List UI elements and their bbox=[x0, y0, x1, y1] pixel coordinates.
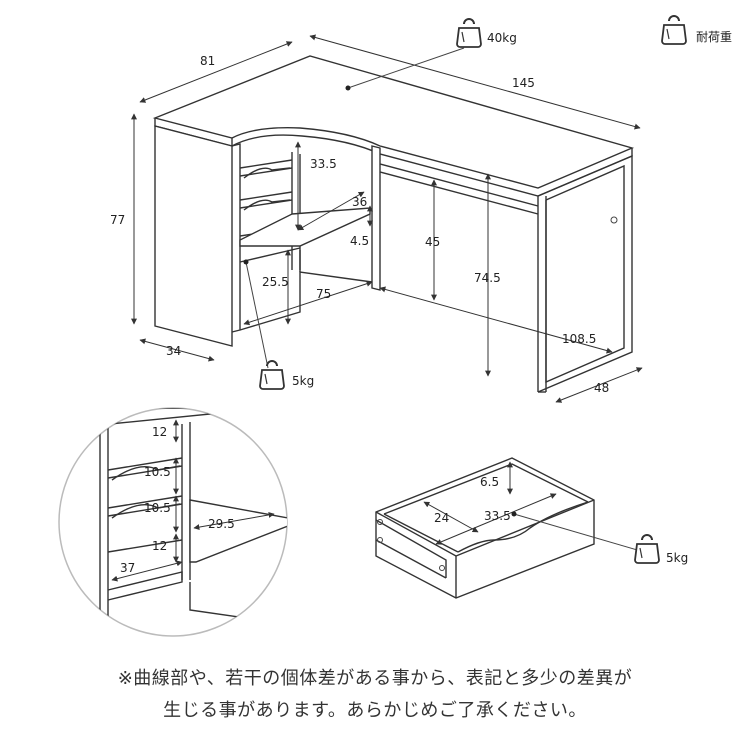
dim-height-total: 77 bbox=[110, 213, 125, 227]
load-drawer-label: 5kg bbox=[666, 551, 688, 565]
cabinet-detail-view: 12 10.5 10.5 12 29.5 37 bbox=[58, 407, 288, 637]
footnote-line-1: ※曲線部や、若干の個体差がある事から、表記と多少の差異が bbox=[118, 668, 633, 689]
dim-width-left: 34 bbox=[166, 344, 181, 358]
drawer-inner-h: 6.5 bbox=[480, 475, 499, 489]
detail-bottom-gap: 12 bbox=[152, 539, 167, 553]
dim-shelf-thick: 4.5 bbox=[350, 234, 369, 248]
drawer-inner-w: 24 bbox=[434, 511, 449, 525]
weight-icon bbox=[634, 534, 660, 564]
weight-icon bbox=[661, 15, 687, 45]
detail-shelf-w: 29.5 bbox=[208, 517, 235, 531]
dim-under-desk-h: 45 bbox=[425, 235, 440, 249]
dim-right-width: 108.5 bbox=[562, 332, 596, 346]
drawer-drawing: 6.5 24 33.5 5kg bbox=[375, 457, 688, 599]
detail-drawer2-h: 10.5 bbox=[144, 501, 171, 515]
l-desk-drawing: 40kg 5kg 81 145 77 34 33.5 36 4.5 45 74.… bbox=[110, 18, 643, 403]
dim-lower-space-h: 25.5 bbox=[262, 275, 289, 289]
detail-base-w: 37 bbox=[120, 561, 135, 575]
drawer-inner-d: 33.5 bbox=[484, 509, 511, 523]
dim-desk-height: 74.5 bbox=[474, 271, 501, 285]
dim-width-total: 145 bbox=[512, 76, 535, 90]
dim-inner-shelf-d: 36 bbox=[352, 195, 367, 209]
dim-lower-space-w: 75 bbox=[316, 287, 331, 301]
legend-label: 耐荷重 bbox=[696, 30, 732, 44]
load-shelf-label: 5kg bbox=[292, 374, 314, 388]
weight-icon bbox=[456, 18, 482, 48]
legend: 耐荷重 bbox=[661, 15, 732, 45]
dim-depth-left: 81 bbox=[200, 54, 215, 68]
dim-right-depth: 48 bbox=[594, 381, 609, 395]
weight-icon bbox=[259, 360, 285, 390]
detail-top-gap: 12 bbox=[152, 425, 167, 439]
dim-inner-shelf-h: 33.5 bbox=[310, 157, 337, 171]
footnote: ※曲線部や、若干の個体差がある事から、表記と多少の差異が 生じる事があります。あ… bbox=[118, 668, 633, 721]
footnote-line-2: 生じる事があります。あらかじめご了承ください。 bbox=[163, 700, 587, 721]
detail-drawer1-h: 10.5 bbox=[144, 465, 171, 479]
load-top-label: 40kg bbox=[487, 31, 517, 45]
